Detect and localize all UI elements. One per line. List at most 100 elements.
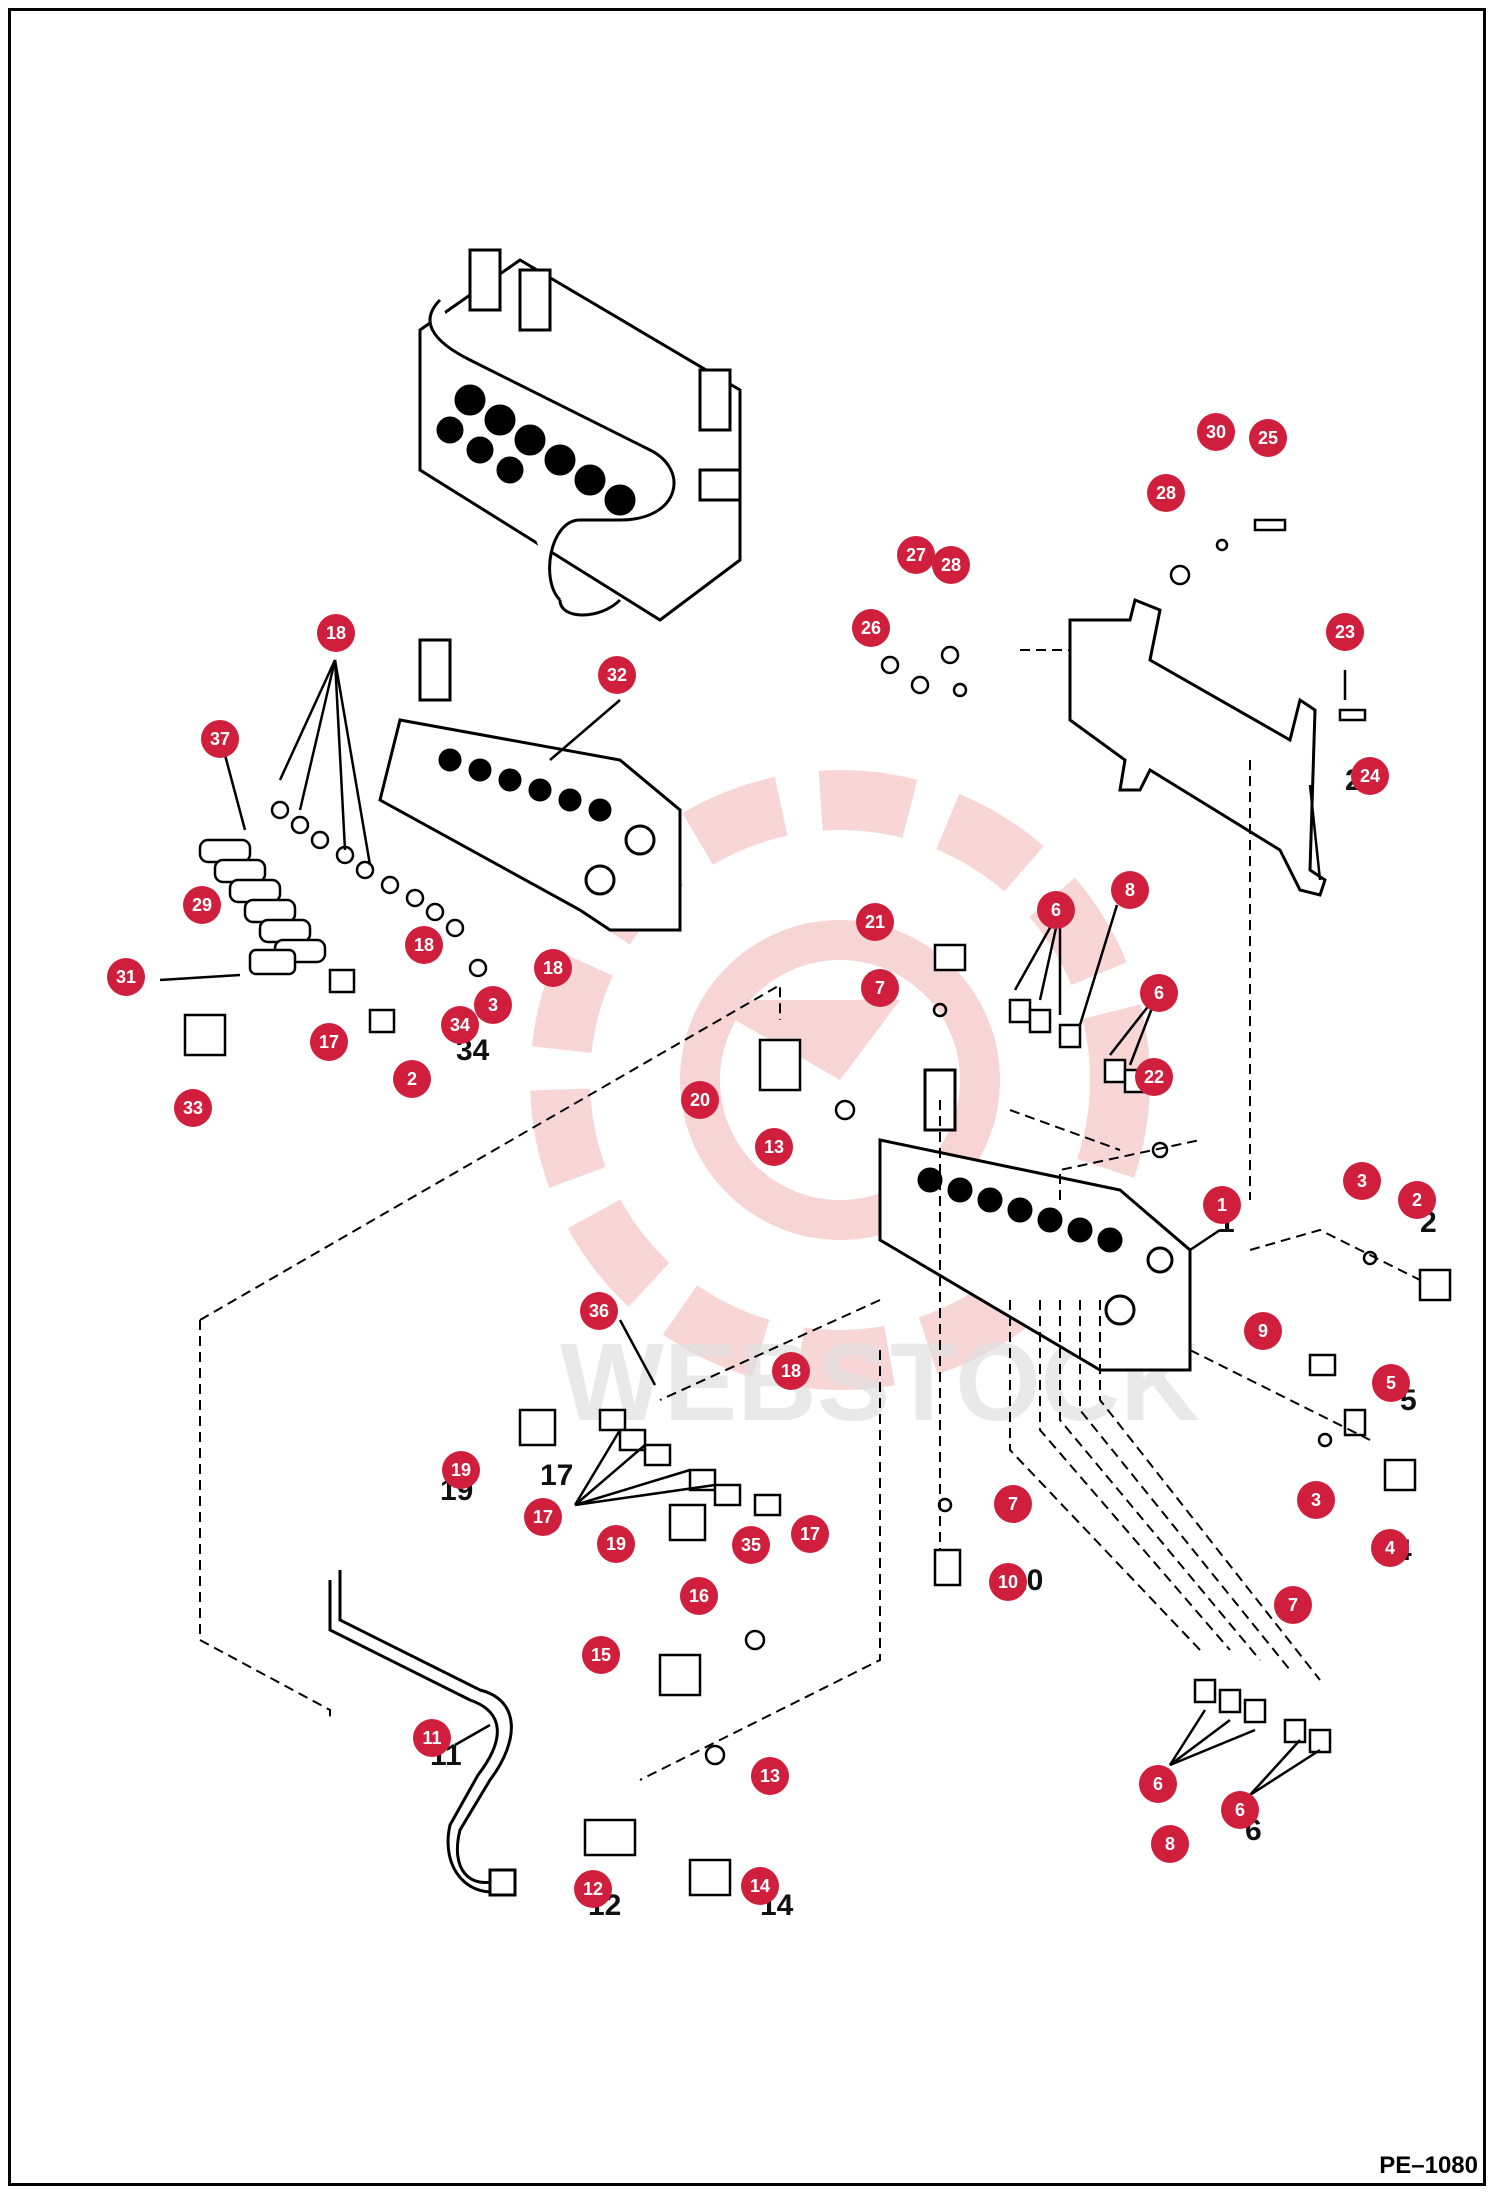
svg-text:3: 3 bbox=[1357, 1171, 1367, 1191]
callout-28b: 28 bbox=[1147, 474, 1185, 512]
callout-4: 4 bbox=[1371, 1529, 1409, 1567]
svg-text:26: 26 bbox=[861, 618, 881, 638]
callout-29: 29 bbox=[183, 886, 221, 924]
fittings-misc bbox=[518, 518, 1452, 1897]
callout-18d: 18 bbox=[772, 1352, 810, 1390]
callout-30: 30 bbox=[1197, 413, 1235, 451]
callout-28a: 28 bbox=[932, 546, 970, 584]
callout-36: 36 bbox=[580, 1292, 618, 1330]
svg-text:8: 8 bbox=[1125, 880, 1135, 900]
hydraulic-pipe bbox=[328, 1570, 517, 1897]
svg-text:8: 8 bbox=[1165, 1834, 1175, 1854]
callout-3c: 3 bbox=[1297, 1481, 1335, 1519]
callout-26: 26 bbox=[852, 609, 890, 647]
svg-text:18: 18 bbox=[326, 623, 346, 643]
callout-16: 16 bbox=[680, 1577, 718, 1615]
callout-5: 5 bbox=[1372, 1364, 1410, 1402]
callout-9: 9 bbox=[1244, 1312, 1282, 1350]
svg-text:11: 11 bbox=[422, 1728, 441, 1748]
callout-8a: 8 bbox=[1111, 871, 1149, 909]
callout-24: 24 bbox=[1351, 757, 1389, 795]
callout-22: 22 bbox=[1135, 1058, 1173, 1096]
svg-text:17: 17 bbox=[533, 1507, 553, 1527]
svg-text:36: 36 bbox=[589, 1301, 609, 1321]
svg-text:24: 24 bbox=[1360, 766, 1380, 786]
callout-18a: 18 bbox=[317, 614, 355, 652]
svg-text:18: 18 bbox=[543, 958, 563, 978]
callout-13a: 13 bbox=[755, 1128, 793, 1166]
svg-text:17: 17 bbox=[800, 1524, 820, 1544]
callout-7b: 7 bbox=[994, 1485, 1032, 1523]
svg-text:27: 27 bbox=[906, 545, 926, 565]
callout-balloons: 1 2 2 3 3 3 4 5 6 6 6 6 7 7 7 8 8 9 10 1… bbox=[107, 413, 1436, 1908]
valve-block-left bbox=[378, 638, 682, 932]
svg-text:31: 31 bbox=[116, 967, 136, 987]
svg-text:32: 32 bbox=[607, 665, 627, 685]
svg-text:3: 3 bbox=[1311, 1490, 1321, 1510]
svg-text:21: 21 bbox=[865, 912, 885, 932]
callout-2b: 2 bbox=[1398, 1181, 1436, 1219]
callout-21: 21 bbox=[856, 903, 894, 941]
svg-text:28: 28 bbox=[941, 555, 961, 575]
svg-text:7: 7 bbox=[1008, 1494, 1018, 1514]
svg-text:5: 5 bbox=[1386, 1373, 1396, 1393]
svg-text:10: 10 bbox=[998, 1572, 1018, 1592]
svg-text:17: 17 bbox=[319, 1032, 339, 1052]
callout-19b: 19 bbox=[597, 1525, 635, 1563]
svg-text:19: 19 bbox=[606, 1534, 626, 1554]
svg-text:16: 16 bbox=[689, 1586, 709, 1606]
svg-text:6: 6 bbox=[1153, 1774, 1163, 1794]
callout-15: 15 bbox=[582, 1636, 620, 1674]
callout-6b: 6 bbox=[1140, 974, 1178, 1012]
callout-6a: 6 bbox=[1037, 891, 1075, 929]
callout-6c: 6 bbox=[1139, 1765, 1177, 1803]
callout-17a: 17 bbox=[310, 1023, 348, 1061]
callout-13b: 13 bbox=[751, 1757, 789, 1795]
callout-8b: 8 bbox=[1151, 1825, 1189, 1863]
svg-text:20: 20 bbox=[690, 1090, 710, 1110]
drawing-frame bbox=[8, 8, 1486, 2186]
svg-text:35: 35 bbox=[741, 1535, 761, 1555]
callout-3: 3 bbox=[474, 986, 512, 1024]
svg-text:23: 23 bbox=[1335, 622, 1355, 642]
callout-10: 10 bbox=[989, 1563, 1027, 1601]
dashed-leaders bbox=[199, 649, 1421, 1781]
callout-35: 35 bbox=[732, 1526, 770, 1564]
svg-text:4: 4 bbox=[1385, 1538, 1395, 1558]
svg-text:37: 37 bbox=[210, 729, 230, 749]
svg-text:34: 34 bbox=[450, 1015, 470, 1035]
svg-text:22: 22 bbox=[1144, 1067, 1164, 1087]
svg-text:15: 15 bbox=[591, 1645, 611, 1665]
callout-6d: 6 bbox=[1221, 1791, 1259, 1829]
svg-text:6: 6 bbox=[1051, 900, 1061, 920]
svg-text:33: 33 bbox=[183, 1098, 203, 1118]
svg-text:7: 7 bbox=[1288, 1595, 1298, 1615]
svg-text:25: 25 bbox=[1258, 428, 1278, 448]
o-rings bbox=[270, 682, 1378, 1766]
svg-text:6: 6 bbox=[1235, 1800, 1245, 1820]
callout-17c: 17 bbox=[791, 1515, 829, 1553]
svg-text:9: 9 bbox=[1258, 1321, 1268, 1341]
callout-31: 31 bbox=[107, 958, 145, 996]
svg-text:18: 18 bbox=[414, 935, 434, 955]
callout-11: 11 bbox=[413, 1719, 451, 1757]
callout-27: 27 bbox=[897, 536, 935, 574]
mounting-bracket bbox=[1068, 597, 1327, 897]
callout-17b: 17 bbox=[524, 1498, 562, 1536]
callout-12: 12 bbox=[574, 1870, 612, 1908]
page-code: PE–1080 bbox=[1379, 2152, 1478, 2179]
svg-text:13: 13 bbox=[764, 1137, 784, 1157]
control-valve-overview bbox=[418, 248, 742, 622]
callout-3b: 3 bbox=[1343, 1162, 1381, 1200]
callout-37: 37 bbox=[201, 720, 239, 758]
svg-text:17: 17 bbox=[540, 1459, 573, 1492]
svg-text:1: 1 bbox=[1217, 1195, 1227, 1215]
svg-text:6: 6 bbox=[1154, 983, 1164, 1003]
callout-25: 25 bbox=[1249, 419, 1287, 457]
svg-text:19: 19 bbox=[451, 1460, 471, 1480]
svg-text:30: 30 bbox=[1206, 422, 1226, 442]
svg-text:3: 3 bbox=[488, 995, 498, 1015]
svg-text:18: 18 bbox=[781, 1361, 801, 1381]
svg-text:29: 29 bbox=[192, 895, 212, 915]
